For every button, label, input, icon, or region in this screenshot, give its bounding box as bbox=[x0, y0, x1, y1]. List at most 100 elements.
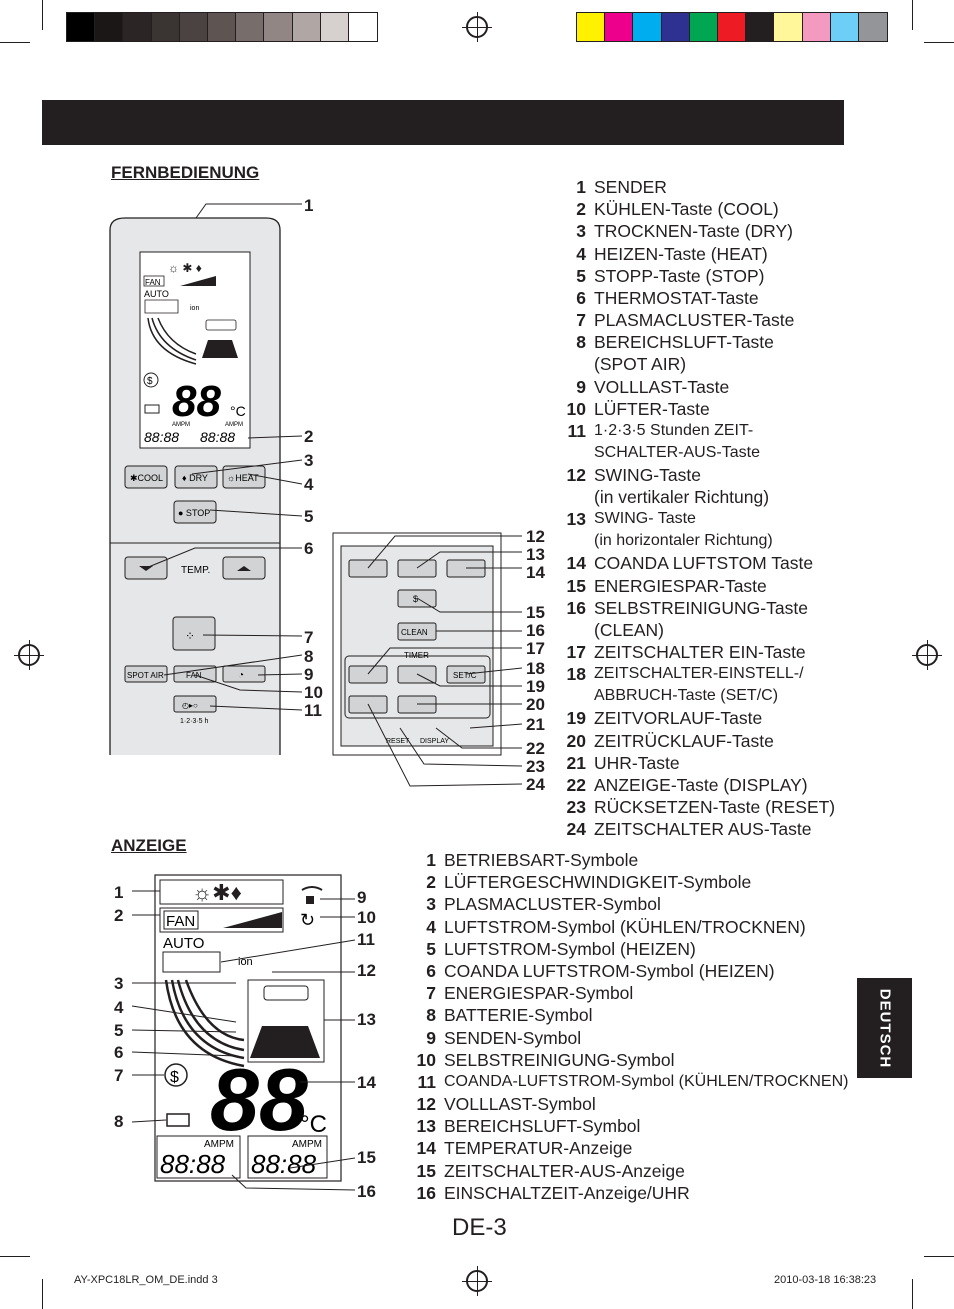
language-tab-label: DEUTSCH bbox=[876, 988, 894, 1068]
legend-text: BEREICHSLUFT-Symbol bbox=[444, 1116, 641, 1137]
svg-text:ion: ion bbox=[190, 305, 199, 312]
legend-text: ZEITSCHALTER-EINSTELL-/ ABBRUCH-Taste (S… bbox=[594, 665, 804, 705]
callout-number: 17 bbox=[526, 639, 545, 658]
svg-text:88:88: 88:88 bbox=[144, 429, 179, 445]
legend-text: SELBSTREINIGUNG-Symbol bbox=[444, 1049, 675, 1070]
svg-text:AMPM: AMPM bbox=[204, 1139, 234, 1150]
callout-number: 9 bbox=[357, 888, 367, 907]
gray-swatch bbox=[207, 13, 237, 41]
color-swatch bbox=[577, 13, 606, 41]
legend-text: VOLLLAST-Symbol bbox=[444, 1094, 596, 1115]
svg-text:88: 88 bbox=[210, 1050, 308, 1149]
legend-number: 14 bbox=[416, 1138, 436, 1159]
legend-item: 5 LUFTSTROM-Symbol (HEIZEN) bbox=[414, 938, 850, 960]
crop-mark bbox=[42, 1279, 43, 1309]
legend-number: 24 bbox=[566, 819, 586, 840]
svg-text:AMPM: AMPM bbox=[225, 422, 243, 428]
legend-number: 3 bbox=[576, 221, 586, 242]
legend-number: 8 bbox=[426, 1005, 436, 1026]
callout-number: 5 bbox=[304, 507, 314, 526]
gray-swatch bbox=[348, 13, 378, 41]
grayscale-bar bbox=[66, 12, 379, 42]
registration-mark-right bbox=[912, 640, 942, 670]
gray-swatch bbox=[95, 13, 124, 41]
legend-number: 11 bbox=[417, 1071, 437, 1092]
legend-number: 7 bbox=[576, 310, 586, 331]
legend-item: 10 SELBSTREINIGUNG-Symbol bbox=[414, 1049, 850, 1071]
legend-number: 4 bbox=[576, 243, 586, 264]
gray-swatch bbox=[151, 13, 180, 41]
legend-item: 12 VOLLLAST-Symbol bbox=[414, 1093, 850, 1115]
legend-text: RÜCKSETZEN-Taste (RESET) bbox=[594, 797, 836, 818]
callout-number: 6 bbox=[114, 1043, 124, 1062]
legend-item: 23 RÜCKSETZEN-Taste (RESET) bbox=[564, 796, 854, 818]
legend-number: 10 bbox=[416, 1049, 436, 1070]
legend-number: 5 bbox=[426, 938, 436, 959]
svg-text:FAN: FAN bbox=[166, 913, 195, 930]
callout-number: 18 bbox=[526, 659, 545, 678]
legend-text: TEMPERATUR-Anzeige bbox=[444, 1138, 633, 1159]
legend-number: 16 bbox=[566, 597, 586, 618]
legend-number: 12 bbox=[566, 465, 586, 486]
legend-number: 2 bbox=[576, 199, 586, 220]
footer-timestamp: 2010-03-18 16:38:23 bbox=[774, 1274, 877, 1286]
callout-number: 2 bbox=[304, 427, 314, 446]
callout-number: 10 bbox=[304, 683, 323, 702]
crop-mark bbox=[924, 1256, 954, 1257]
legend-item: 18 ZEITSCHALTER-EINSTELL-/ ABBRUCH-Taste … bbox=[564, 663, 854, 707]
crop-mark bbox=[924, 42, 954, 43]
callout-number: 16 bbox=[526, 621, 545, 640]
legend-number: 13 bbox=[566, 509, 586, 530]
svg-text:AUTO: AUTO bbox=[163, 935, 204, 952]
legend-number: 6 bbox=[576, 287, 586, 308]
legend-text: LÜFTER-Taste bbox=[594, 398, 710, 419]
legend-text: LUFTSTROM-Symbol (KÜHLEN/TROCKNEN) bbox=[444, 916, 806, 937]
legend-text: ENERGIESPAR-Symbol bbox=[444, 983, 634, 1004]
svg-text:● STOP: ● STOP bbox=[178, 508, 210, 518]
legend-number: 22 bbox=[566, 774, 586, 795]
color-swatch bbox=[717, 13, 747, 41]
legend-number: 23 bbox=[566, 797, 586, 818]
callout-number: 8 bbox=[304, 647, 314, 666]
svg-text:TEMP.: TEMP. bbox=[181, 565, 210, 576]
gray-swatch bbox=[67, 13, 96, 41]
legend-number: 9 bbox=[426, 1027, 436, 1048]
legend-text: LUFTSTROM-Symbol (HEIZEN) bbox=[444, 938, 696, 959]
legend-number: 12 bbox=[416, 1094, 436, 1115]
footer-filename: AY-XPC18LR_OM_DE.indd 3 bbox=[74, 1274, 218, 1286]
crop-mark bbox=[0, 1256, 30, 1257]
svg-text:DISPLAY: DISPLAY bbox=[420, 738, 449, 745]
callout-number: 23 bbox=[526, 757, 545, 776]
legend-text: 1·2·3·5 Stunden ZEIT- SCHALTER-AUS-Taste bbox=[594, 421, 760, 461]
svg-text:⁘: ⁘ bbox=[185, 629, 195, 643]
legend-text: SENDEN-Symbol bbox=[444, 1027, 582, 1048]
svg-text:SPOT AIR: SPOT AIR bbox=[127, 671, 164, 680]
legend-text: PLASMACLUSTER-Symbol bbox=[444, 894, 661, 915]
svg-text:88:88: 88:88 bbox=[160, 1149, 226, 1179]
legend-number: 18 bbox=[566, 664, 586, 685]
legend-text: BETRIEBSART-Symbole bbox=[444, 850, 639, 870]
callout-number: 8 bbox=[114, 1112, 124, 1131]
svg-text:°C: °C bbox=[300, 1111, 327, 1138]
callout-number: 7 bbox=[304, 628, 314, 647]
svg-text:☼ ✱ ♦: ☼ ✱ ♦ bbox=[168, 261, 202, 275]
legend-number: 13 bbox=[416, 1116, 436, 1137]
legend-text: ZEITSCHALTER-AUS-Anzeige bbox=[444, 1160, 685, 1181]
svg-text:88: 88 bbox=[172, 377, 221, 426]
crop-mark bbox=[912, 1279, 913, 1309]
